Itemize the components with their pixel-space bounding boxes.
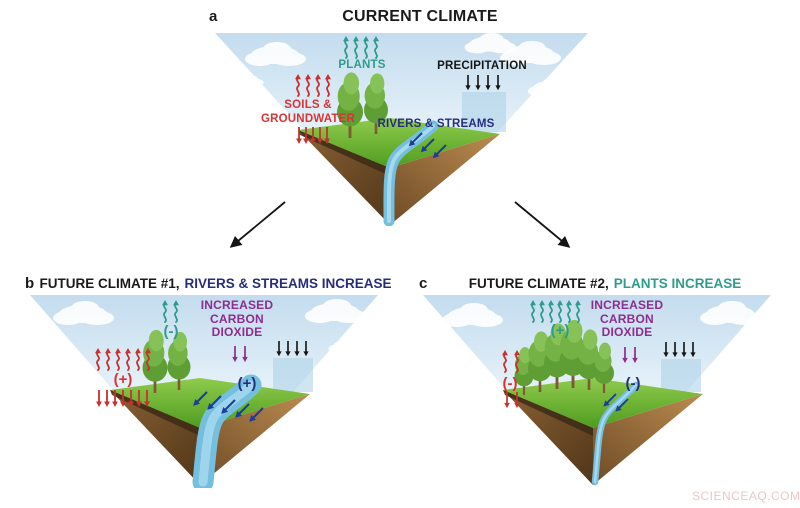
grass-c [503,378,703,428]
co2-label-c: INCREASED CARBON DIOXIDE [590,298,664,340]
grass-b [110,378,310,428]
co2-label-b: INCREASED CARBON DIOXIDE [200,298,274,340]
panel-b-title: FUTURE CLIMATE #1, RIVERS & STREAMS INCRE… [28,276,403,291]
panel-c-scene: (+) INCREASED CARBON DIOXIDE (-) (-) [408,292,786,488]
rain-shaft-c [661,359,701,392]
panel-c-title: FUTURE CLIMATE #2, PLANTS INCREASE [425,276,785,291]
panel-a-marker: a [209,8,218,25]
precipitation-label-a: PRECIPITATION [437,60,527,72]
grass-a [298,118,500,168]
scene-c-illustration [423,295,771,486]
branch-arrows [229,201,571,248]
panel-c-marker: c [419,275,428,292]
plants-sign-c: (+) [550,322,570,339]
rivers-streams-label-a: RIVERS & STREAMS [377,118,495,130]
panel-a-scene: PLANTS PRECIPITATION SOILS & GROUNDWATER… [190,30,610,226]
panel-b-scene: (-) INCREASED CARBON DIOXIDE (+) (+) [15,292,393,488]
panel-c-title-highlight: PLANTS INCREASE [613,276,742,291]
soils-groundwater-label-a: SOILS & GROUNDWATER [261,99,355,125]
plants-sign-b: (-) [163,323,179,340]
scene-b-illustration [30,295,378,488]
rain-shaft-b [273,358,313,392]
soils-sign-c: (-) [502,375,518,392]
stream-a [383,120,439,226]
plants-label-a: PLANTS [338,59,386,71]
rivers-sign-b: (+) [237,375,257,392]
panel-b-title-prefix: FUTURE CLIMATE #1, [39,276,180,291]
panel-c-title-prefix: FUTURE CLIMATE #2, [468,276,609,291]
watermark: SCIENCEAQ.COM [692,489,800,503]
branch-arrow-right [514,201,571,248]
panel-a-title: CURRENT CLIMATE [342,8,498,25]
stream-b [192,374,262,488]
branch-arrow-left [229,201,286,248]
soils-sign-b: (+) [113,371,133,388]
panel-b-title-highlight: RIVERS & STREAMS INCREASE [184,276,392,291]
stream-c [591,381,640,486]
soil-block-c [503,390,703,485]
rain-shaft-a [462,92,506,132]
scene-a-illustration [215,32,588,226]
rivers-sign-c: (-) [625,375,641,392]
panel-b-marker: b [25,275,35,292]
